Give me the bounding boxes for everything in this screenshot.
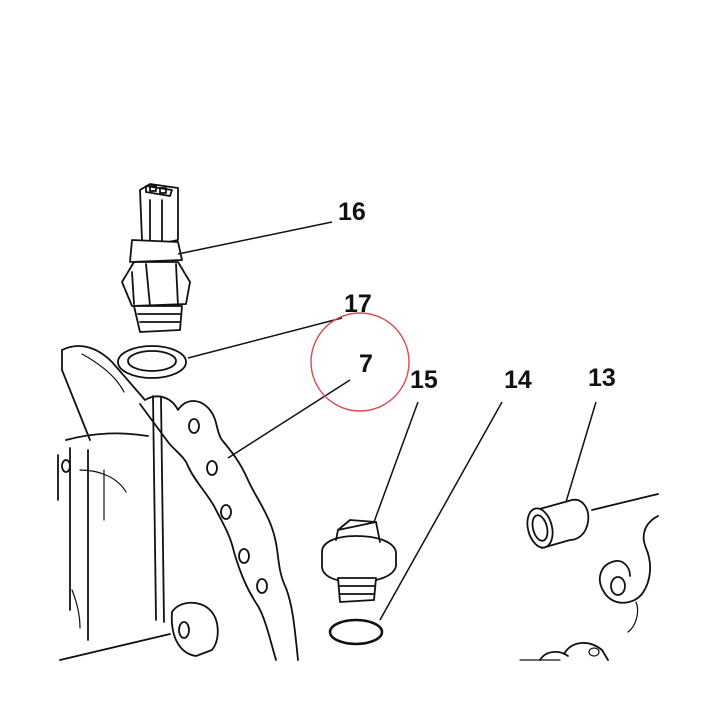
right-housing: [519, 493, 659, 661]
bushing-part: [526, 498, 590, 549]
leader-16: [177, 221, 333, 255]
leader-15: [373, 401, 419, 523]
callout-13[interactable]: 13: [588, 364, 616, 392]
leader-lines: [177, 221, 597, 621]
housing-cover: [57, 345, 299, 661]
o-ring-part: [328, 618, 384, 646]
highlight-circle: [310, 312, 410, 412]
leader-7: [227, 379, 351, 459]
leader-17: [187, 317, 343, 359]
callout-14[interactable]: 14: [504, 366, 532, 394]
washer-part: [117, 345, 187, 379]
callout-15[interactable]: 15: [410, 366, 438, 394]
callout-16[interactable]: 16: [338, 198, 366, 226]
sensor-part: [121, 183, 191, 333]
plug-part: [321, 519, 397, 603]
leader-13: [565, 401, 597, 503]
leader-14: [379, 401, 503, 621]
callout-17[interactable]: 17: [344, 290, 372, 318]
callout-7[interactable]: 7: [359, 350, 373, 378]
